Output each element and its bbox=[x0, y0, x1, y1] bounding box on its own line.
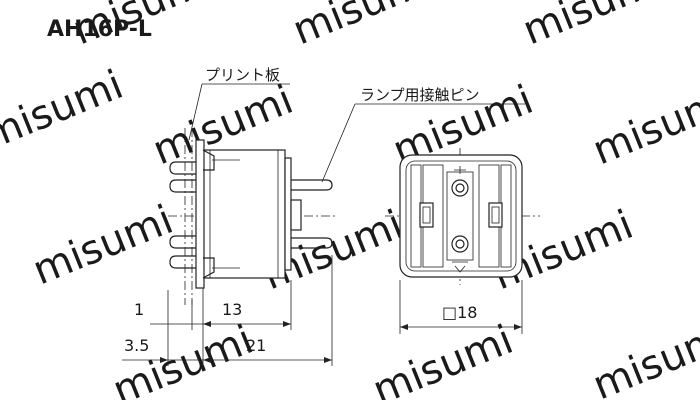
lamp-pin-upper bbox=[291, 179, 333, 191]
latch-bottom bbox=[202, 257, 215, 279]
front-view bbox=[385, 148, 540, 285]
terminal-lower-1 bbox=[169, 235, 196, 249]
pcb-label: プリント板 bbox=[205, 66, 280, 84]
pin-block bbox=[290, 199, 302, 231]
watermark-text: misumi bbox=[27, 197, 180, 294]
model-title: AH16P-L bbox=[47, 17, 152, 42]
dim-13-label: 13 bbox=[222, 300, 242, 319]
watermark-text: misumi bbox=[587, 312, 700, 400]
terminal-lower-2 bbox=[169, 255, 196, 269]
pin-upper-inner bbox=[455, 183, 465, 193]
front-right-contact-inner bbox=[491, 206, 500, 224]
lamp-pin-lower bbox=[291, 237, 333, 249]
watermark-text: misumi bbox=[0, 62, 129, 159]
watermark-text: misumi bbox=[107, 317, 260, 400]
pcb-leader bbox=[188, 83, 203, 141]
arrow bbox=[160, 357, 168, 363]
lamp-pin-label: ランプ用接触ピン bbox=[360, 86, 480, 104]
dim-21-label: 21 bbox=[246, 336, 266, 355]
lamp-pin-callout: ランプ用接触ピン bbox=[321, 86, 525, 183]
dim-18-label: □18 bbox=[442, 303, 477, 322]
side-body-step bbox=[284, 157, 292, 271]
minus-marker-icon bbox=[452, 261, 468, 273]
dim-35-label: 3.5 bbox=[124, 336, 149, 355]
side-view bbox=[168, 128, 338, 305]
pcb-callout: プリント板 bbox=[188, 66, 290, 141]
side-terminals bbox=[169, 149, 240, 279]
watermark-text: misumi bbox=[367, 317, 520, 400]
terminal-upper-1 bbox=[169, 161, 196, 175]
arrow bbox=[283, 321, 291, 327]
lamp-contact-pins bbox=[290, 179, 333, 249]
front-left-contact-inner bbox=[422, 206, 431, 224]
side-flange bbox=[195, 139, 205, 289]
pin-lower-inner bbox=[455, 239, 465, 249]
arrow bbox=[400, 324, 408, 330]
terminal-upper-2 bbox=[169, 179, 196, 193]
dim-1-label: 1 bbox=[134, 300, 144, 319]
side-dimensions: 1 13 3.5 21 bbox=[122, 255, 333, 366]
front-outer-body bbox=[399, 154, 523, 278]
lamp-pin-leader bbox=[321, 103, 356, 183]
front-dimension: □18 bbox=[399, 280, 523, 334]
arrow bbox=[203, 321, 211, 327]
arrow bbox=[324, 357, 332, 363]
side-body bbox=[202, 149, 286, 279]
arrow bbox=[514, 324, 522, 330]
plus-marker-icon bbox=[454, 166, 466, 174]
latch-lines bbox=[212, 159, 240, 269]
latch-top bbox=[202, 149, 215, 171]
watermark-text: misumi bbox=[587, 77, 700, 174]
watermark-text: misumi bbox=[517, 0, 670, 54]
watermark-text: misumi bbox=[287, 0, 440, 54]
